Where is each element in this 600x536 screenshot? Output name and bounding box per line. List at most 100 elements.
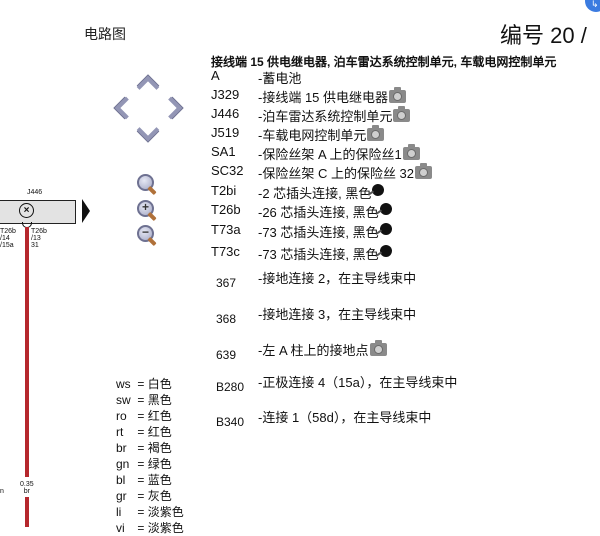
description-text: -蓄电池	[258, 71, 302, 86]
arrow-icon: ↳	[591, 0, 599, 9]
color-code-item: li = 淡紫色	[116, 503, 184, 520]
equals-sign: =	[134, 425, 148, 439]
description-text: -保险丝架 A 上的保险丝1	[258, 147, 402, 162]
connector-icon[interactable]	[379, 245, 392, 257]
component-code: T26b	[211, 202, 241, 217]
control-unit-symbol: ×	[19, 203, 34, 218]
camera-icon[interactable]	[367, 125, 385, 141]
color-code-item: sw = 黑色	[116, 391, 172, 408]
camera-icon[interactable]	[402, 144, 420, 160]
component-description: -左 A 柱上的接地点	[258, 340, 387, 359]
color-code-item: bl = 蓝色	[116, 471, 172, 488]
component-code: J329	[211, 87, 240, 102]
wire[interactable]	[25, 227, 29, 477]
wire[interactable]	[25, 497, 29, 527]
color-code-item: vi = 淡紫色	[116, 519, 184, 536]
connector-icon[interactable]	[372, 184, 385, 196]
document-number: 编号 20 /	[500, 23, 587, 48]
equals-sign: =	[134, 473, 148, 487]
color-code-item: ws = 白色	[116, 375, 172, 392]
color-abbreviation: rt	[116, 425, 124, 439]
equals-sign: =	[134, 521, 148, 535]
continuation-arrow-icon[interactable]	[82, 199, 90, 223]
component-description: -车载电网控制单元	[258, 125, 385, 144]
color-abbreviation: ws	[116, 377, 131, 391]
color-name: 褐色	[147, 441, 172, 455]
description-text: -2 芯插头连接, 黑色	[258, 186, 372, 201]
legend-heading: 接线端 15 供电继电器, 泊车雷达系统控制单元, 车载电网控制单元	[211, 55, 557, 69]
description-text: -73 芯插头连接, 黑色	[258, 225, 379, 240]
camera-icon[interactable]	[393, 106, 411, 122]
color-code-item: rt = 红色	[116, 423, 172, 440]
equals-sign: =	[134, 489, 148, 503]
component-description: -接地连接 3，在主导线束中	[258, 304, 416, 323]
zoom-out-button[interactable]: −	[136, 224, 158, 248]
color-name: 淡紫色	[147, 521, 184, 535]
color-name: 灰色	[147, 489, 172, 503]
description-text: -73 芯插头连接, 黑色	[258, 247, 379, 262]
component-code: T73c	[211, 244, 240, 259]
color-code-item: gn = 绿色	[116, 455, 172, 472]
connector-icon[interactable]	[379, 223, 392, 235]
connector-icon[interactable]	[379, 203, 392, 215]
left-pin-label: T26b/14/15a	[0, 228, 16, 249]
zoom-in-button[interactable]: +	[136, 199, 158, 223]
component-code: B340	[216, 415, 245, 429]
pan-down-button[interactable]	[136, 118, 160, 142]
color-name: 红色	[147, 409, 172, 423]
component-code: T73a	[211, 222, 241, 237]
description-text: -接线端 15 供电继电器	[258, 90, 389, 105]
color-abbreviation: ro	[116, 409, 127, 423]
description-text: -正极连接 4（15a），在主导线束中	[258, 375, 458, 390]
color-abbreviation: li	[116, 505, 122, 519]
component-description: -2 芯插头连接, 黑色	[258, 183, 385, 202]
camera-icon[interactable]	[369, 340, 387, 356]
pan-up-button[interactable]	[136, 75, 160, 99]
color-name: 淡紫色	[147, 505, 184, 519]
color-name: 绿色	[147, 457, 172, 471]
equals-sign: =	[134, 457, 148, 471]
color-code-item: br = 褐色	[116, 439, 172, 456]
component-description: -蓄电池	[258, 68, 301, 87]
camera-icon[interactable]	[415, 163, 433, 179]
description-text: -连接 1（58d），在主导线束中	[258, 410, 432, 425]
component-label: J446	[27, 189, 43, 196]
pan-right-button[interactable]	[159, 96, 183, 120]
description-text: -接地连接 2，在主导线束中	[258, 271, 417, 286]
partial-label: n	[0, 488, 4, 495]
color-abbreviation: vi	[116, 521, 125, 535]
component-code: 368	[216, 312, 237, 326]
component-code: A	[211, 68, 220, 83]
component-description: -接地连接 2，在主导线束中	[258, 268, 416, 287]
component-code: T2bi	[211, 183, 237, 198]
description-text: -接地连接 3，在主导线束中	[258, 307, 417, 322]
external-link-button[interactable]: ↳	[585, 0, 600, 12]
equals-sign: =	[134, 393, 148, 407]
component-description: -正极连接 4（15a），在主导线束中	[258, 372, 457, 391]
color-name: 蓝色	[147, 473, 172, 487]
color-name: 红色	[147, 425, 172, 439]
description-text: -26 芯插头连接, 黑色	[258, 205, 379, 220]
color-code-item: ro = 红色	[116, 407, 172, 424]
component-description: -73 芯插头连接, 黑色	[258, 244, 392, 263]
color-abbreviation: gr	[116, 489, 127, 503]
zoom-fit-button[interactable]	[136, 173, 158, 197]
component-code: 367	[216, 276, 237, 290]
pan-left-button[interactable]	[114, 96, 138, 120]
control-unit-box[interactable]	[0, 200, 76, 224]
component-code: SA1	[211, 144, 236, 159]
page-title: 电路图	[84, 26, 126, 42]
equals-sign: =	[134, 505, 148, 519]
component-code: 639	[216, 348, 237, 362]
component-code: SC32	[211, 163, 244, 178]
camera-icon[interactable]	[389, 87, 407, 103]
color-abbreviation: gn	[116, 457, 130, 471]
component-description: -26 芯插头连接, 黑色	[258, 202, 392, 221]
description-text: -车载电网控制单元	[258, 128, 367, 143]
component-description: -泊车雷达系统控制单元	[258, 106, 411, 125]
component-code: J446	[211, 106, 240, 121]
description-text: -保险丝架 C 上的保险丝 32	[258, 166, 415, 181]
component-description: -保险丝架 A 上的保险丝1	[258, 144, 420, 163]
